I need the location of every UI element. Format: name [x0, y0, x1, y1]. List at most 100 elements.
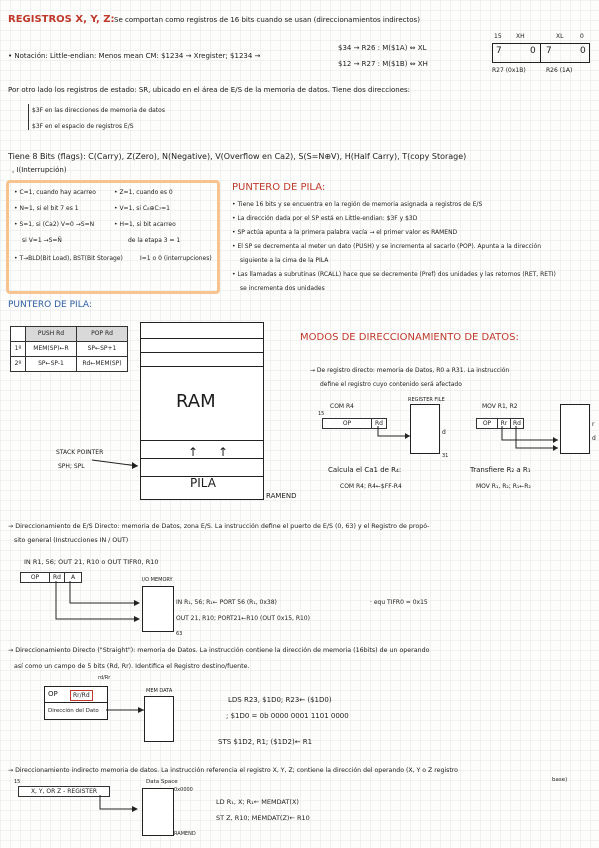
pila-p4: • El SP se decrementa al meter un dato (… [232, 243, 542, 250]
reg-file-label: REGISTER FILE [408, 397, 445, 403]
sph-spl-label: SPH; SPL [58, 463, 85, 470]
mov-op: OP [476, 418, 498, 429]
pila-p7: se incrementa dos unidades [240, 285, 325, 292]
flag-n: • N=1, si el bit 7 es 1 [14, 205, 79, 212]
brace [28, 104, 29, 130]
es-in-line: IN R₁, 56; R₁← PORT 56 (R₁, 0x38) [176, 599, 277, 606]
es-arrows [55, 581, 140, 622]
ind-ld: LD R₁, X; R₁← MEMDAT(X) [216, 798, 299, 806]
reg-r26: R26 (1A) [546, 67, 573, 74]
reg-val-4: 0 [580, 46, 586, 56]
pila-p5: siguiente a la cima de la PILA [240, 257, 329, 264]
ind-data-label: Data Space [146, 779, 178, 785]
es-l1: → Direccionamiento de E/S Directo: memor… [8, 523, 430, 530]
io-n63: 63 [176, 631, 183, 637]
ram-line-1 [140, 338, 264, 339]
registros-desc: Se comportan como registros de 16 bits c… [114, 16, 420, 24]
es-l2: sito general (Instrucciones IN / OUT) [14, 537, 129, 544]
pila-p3: • SP actúa apunta a la primera palabra v… [232, 229, 458, 236]
str-op: OP [48, 690, 58, 698]
transf-label: Transfiere R₂ a R₁ [470, 466, 531, 474]
calc-code: COM R4; R4←$FF-R4 [340, 483, 402, 490]
tbl-r1-n: 1º [10, 341, 26, 357]
status-dir1: $3F en las direcciones de memoria de dat… [32, 107, 165, 114]
flags-line-2: , I(Interrupción) [12, 166, 67, 174]
str-l2: así como un campo de 5 bits (Rd, Rr). Id… [14, 663, 250, 670]
ind-l1b: base) [552, 777, 568, 783]
register-box [492, 43, 590, 63]
mov-label: MOV R1, R2 [482, 403, 518, 410]
notation-xh: $12 → R27 : M($1B) ⇔ XH [338, 60, 428, 68]
flag-t: • T→BLD(Bit Load), BST(Bit Storage) [14, 255, 123, 262]
stack-pointer-label: STACK POINTER [56, 449, 104, 456]
tbl-head-push: PUSH Rd [25, 326, 77, 342]
stack-pointer-arrow [91, 459, 139, 469]
pila-label: PILA [190, 476, 216, 490]
str-rdrr: rd/Rr [98, 675, 111, 681]
reg-val-2: 0 [530, 46, 536, 56]
status-dir2: $3F en el espacio de registros E/S [32, 123, 134, 130]
modos-m2: define el registro cuyo contenido será a… [320, 381, 462, 388]
mov-r: r [592, 421, 595, 428]
ram-line-6 [140, 476, 264, 477]
tbl-r2-push: SP←SP-1 [25, 356, 77, 372]
flags-line: Tiene 8 Bits (flags): C(Carry), Z(Zero),… [8, 152, 467, 161]
pila-p1: • Tiene 16 bits y se encuentra en la reg… [232, 201, 483, 208]
pila-p6: • Las llamadas a subrutinas (RCALL) hace… [232, 271, 556, 278]
notation-line: • Notación: Little-endian: Menos mean CM… [8, 52, 261, 60]
com-label: COM R4 [330, 403, 354, 410]
mov-rd: Rd [510, 418, 524, 429]
ram-line-4 [140, 440, 264, 441]
tbl-r1-push: MEM(SP)←R [25, 341, 77, 357]
es-equ: · equ TIFR0 = 0x15 [370, 599, 428, 606]
notation-xl: $34 → R26 : M($1A) ⇔ XL [338, 44, 427, 52]
register-divider [540, 43, 541, 63]
ram-line-3 [140, 366, 264, 367]
up-arrow-1-icon: ↑ [188, 445, 199, 459]
ind-register: X, Y, OR Z - REGISTER [18, 786, 110, 797]
mov-reg-file [560, 404, 590, 454]
ram-line-2 [140, 352, 264, 353]
str-divider [44, 702, 108, 703]
reg-xh: XH [516, 33, 525, 40]
ind-n15: 15 [14, 779, 21, 785]
flag-v: • V=1, si C₈⊕C₇=1 [114, 205, 170, 212]
flag-h-2: de la etapa 3 = 1 [128, 237, 181, 244]
str-dir: Dirección del Dato [48, 708, 99, 714]
com-n15: 15 [318, 411, 325, 417]
up-arrow-2-icon: ↑ [218, 445, 229, 459]
ind-n0: 0x0000 [174, 787, 193, 793]
reg-n0: 0 [580, 33, 584, 40]
str-lds: LDS R23, $1D0; R23← ($1D0) [228, 696, 332, 704]
ram-block [140, 322, 264, 500]
tbl-corner [10, 326, 26, 342]
str-bin: ; $1D0 = 0b 0000 0001 1101 0000 [226, 712, 349, 720]
reg-r27: R27 (0x1B) [492, 67, 526, 74]
ind-arrow [99, 795, 138, 812]
reg-n15: 15 [494, 33, 502, 40]
status-line: Por otro lado los registros de estado: S… [8, 86, 411, 94]
str-mem-label: MEM DATA [146, 688, 173, 694]
ind-ramend: RAMEND [174, 831, 196, 837]
pila2-title: PUNTERO DE PILA: [8, 300, 92, 310]
reg-xl: XL [556, 33, 564, 40]
es-op: OP [20, 572, 50, 583]
tbl-r2-n: 2º [10, 356, 26, 372]
str-arrow [106, 707, 144, 713]
es-out-line: OUT 21, R10; PORT21←R10 (OUT 0x15, R10) [176, 615, 310, 622]
tbl-r2-pop: Rd←MEM(SP) [76, 356, 128, 372]
com-arrow [377, 426, 410, 439]
registros-title: REGISTROS X, Y, Z: [8, 14, 115, 25]
io-memory-block [142, 586, 174, 632]
str-mem-block [144, 696, 174, 742]
flag-s-2: si V=1 →S=N̄ [22, 237, 62, 244]
com-n31: 31 [442, 453, 449, 459]
ramend-label: RAMEND [266, 492, 297, 500]
str-field: Rr/Rd [70, 690, 93, 701]
modos-title: MODOS DE DIRECCIONAMIENTO DE DATOS: [300, 332, 519, 343]
flags-box [6, 180, 220, 294]
flag-z: • Z=1, cuando es 0 [114, 189, 173, 196]
ram-label: RAM [176, 391, 216, 412]
com-op: OP [322, 418, 372, 429]
